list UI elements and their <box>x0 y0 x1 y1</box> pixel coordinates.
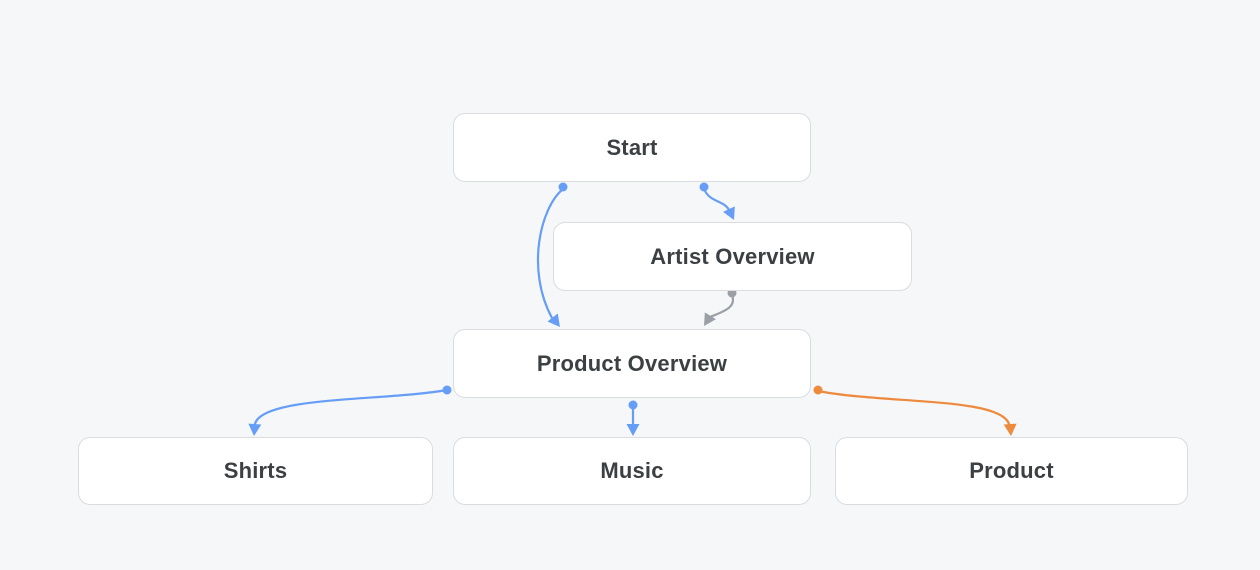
edge-arrowhead <box>704 312 716 326</box>
node-start[interactable]: Start <box>453 113 811 182</box>
node-product-overview-label: Product Overview <box>536 350 728 376</box>
edge-product-overview-to-product <box>813 385 1017 436</box>
edge-arrowhead <box>1003 423 1017 436</box>
edge-product-overview-to-shirts <box>248 385 452 436</box>
node-shirts-label: Shirts <box>223 458 288 483</box>
node-product[interactable]: Product <box>835 437 1188 505</box>
edge-source-dot <box>442 385 452 395</box>
edge-line <box>702 187 731 212</box>
node-product-label: Product <box>969 458 1054 483</box>
edge-product-overview-to-music <box>626 400 640 436</box>
node-start-label: Start <box>606 134 658 160</box>
edge-start-to-artist-overview <box>699 182 735 220</box>
edge-source-dot <box>699 182 709 192</box>
node-artist-overview-label: Artist Overview <box>650 243 815 269</box>
edge-arrowhead <box>626 424 640 436</box>
node-shirts[interactable]: Shirts <box>78 437 433 505</box>
edge-source-dot <box>628 400 638 410</box>
edge-source-dot <box>558 182 568 192</box>
edge-arrowhead <box>248 423 262 436</box>
edge-artist-overview-to-product-overview <box>704 288 737 326</box>
edge-line <box>708 293 735 319</box>
edge-arrowhead <box>723 206 735 220</box>
node-music[interactable]: Music <box>453 437 811 505</box>
node-product-overview[interactable]: Product Overview <box>453 329 811 398</box>
node-artist-overview[interactable]: Artist Overview <box>553 222 912 291</box>
edge-source-dot <box>813 385 823 395</box>
edge-line <box>816 389 1011 426</box>
edge-line <box>253 388 449 426</box>
node-music-label: Music <box>600 458 664 483</box>
